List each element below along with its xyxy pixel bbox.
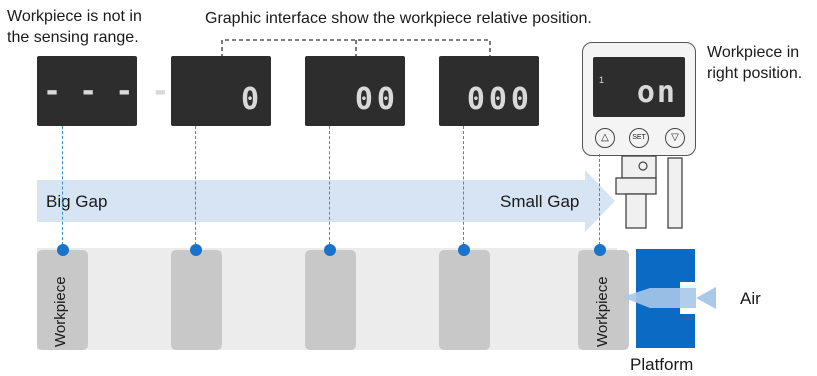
sensor-screen: 1 on bbox=[593, 57, 685, 117]
sensor-point bbox=[594, 244, 606, 256]
display-reading: 0 bbox=[240, 82, 263, 117]
display-mid: 00 bbox=[305, 56, 405, 126]
guide-line bbox=[463, 126, 464, 250]
up-button[interactable]: △ bbox=[595, 128, 615, 148]
down-button[interactable]: ▽ bbox=[665, 128, 685, 148]
display-reading: 000 bbox=[466, 82, 533, 117]
right-position-note: Workpiece in right position. bbox=[707, 44, 803, 82]
workpiece bbox=[439, 250, 490, 350]
workpiece bbox=[171, 250, 222, 350]
sensor-fitting bbox=[615, 155, 683, 229]
sensor-indicator: 1 bbox=[599, 75, 605, 85]
platform-label: Platform bbox=[630, 355, 694, 374]
guide-line bbox=[599, 154, 600, 250]
sensor-point bbox=[190, 244, 202, 256]
display-near: 000 bbox=[439, 56, 539, 126]
graphic-interface-note: Graphic interface show the workpiece rel… bbox=[205, 10, 592, 27]
small-gap-label: Small Gap bbox=[500, 192, 580, 211]
workpiece-left bbox=[37, 250, 88, 350]
sensor-readout: on bbox=[636, 75, 677, 110]
air-label: Air bbox=[740, 289, 761, 308]
sensor-point bbox=[57, 244, 69, 256]
display-no-workpiece: - - - - bbox=[37, 56, 169, 126]
big-gap-label: Big Gap bbox=[46, 192, 108, 211]
not-in-range-note: Workpiece is not in the sensing range. bbox=[7, 8, 142, 46]
set-button[interactable]: SET bbox=[629, 128, 649, 148]
sensor-point bbox=[324, 244, 336, 256]
guide-line bbox=[195, 126, 196, 250]
workpiece-right bbox=[578, 250, 629, 350]
display-reading: - - - - bbox=[43, 74, 170, 109]
guide-line bbox=[329, 126, 330, 250]
display-reading: 00 bbox=[354, 82, 399, 117]
workpiece bbox=[305, 250, 356, 350]
guide-line bbox=[62, 126, 63, 250]
sensor-point bbox=[458, 244, 470, 256]
display-far: 0 bbox=[171, 56, 271, 126]
